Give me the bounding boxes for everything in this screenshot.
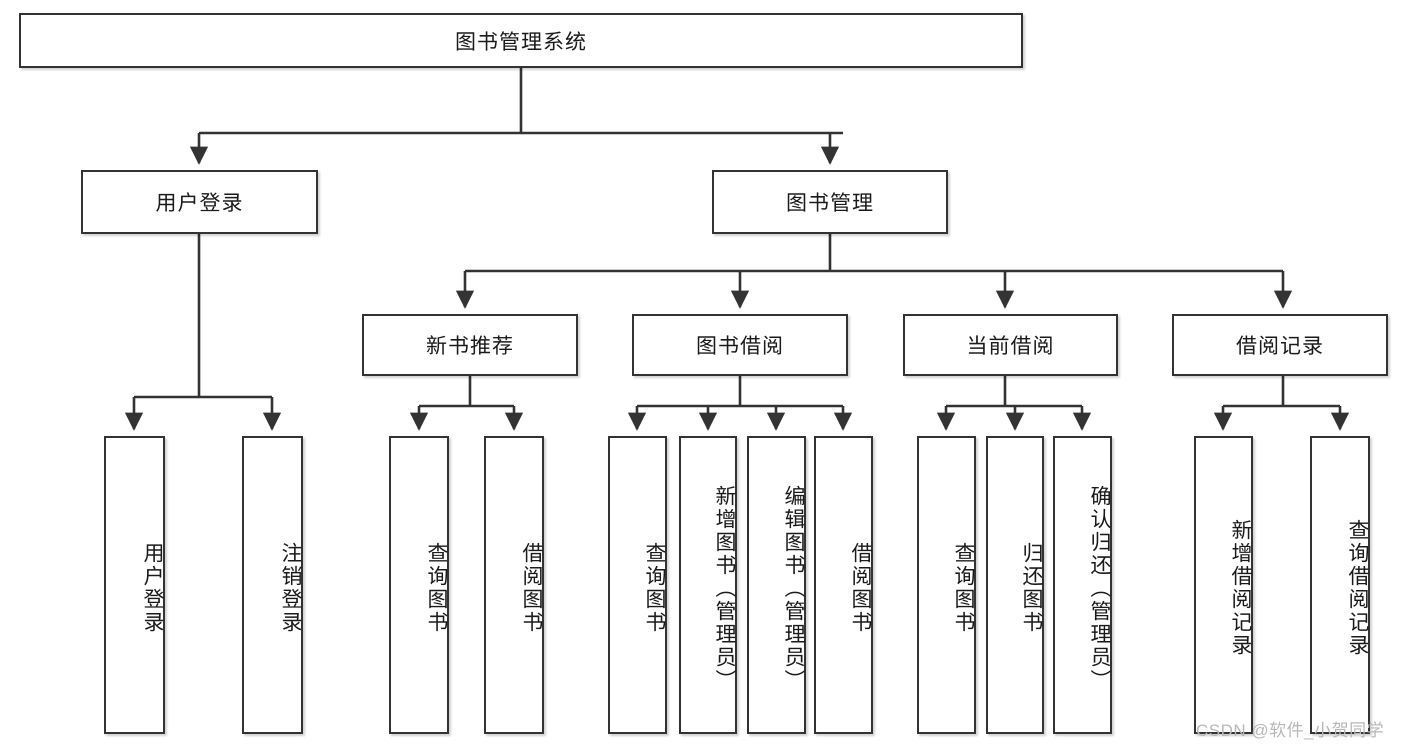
leaf-node-return-book-label: 归还图书	[1020, 542, 1043, 634]
leaf-node-user-login[interactable]: 用户登录	[104, 436, 165, 734]
leaf-node-logout-label: 注销登录	[279, 542, 302, 634]
node-book-manage[interactable]: 图书管理	[712, 170, 948, 234]
leaf-node-add-book[interactable]: 新增图书（管理员）	[679, 436, 737, 734]
leaf-node-borrow-book-1[interactable]: 借阅图书	[484, 436, 544, 734]
leaf-node-query-book-1-label: 查询图书	[425, 542, 448, 634]
leaf-node-borrow-book-2[interactable]: 借阅图书	[814, 436, 873, 734]
leaf-node-query-book-3-label: 查询图书	[952, 542, 975, 634]
node-current-borrow-label: 当前借阅	[966, 335, 1055, 358]
leaf-node-query-record[interactable]: 查询借阅记录	[1310, 436, 1370, 734]
node-borrow-record[interactable]: 借阅记录	[1172, 314, 1388, 376]
csdn-watermark: CSDN @软件_小贺同学	[1196, 721, 1385, 740]
leaf-node-query-book-1[interactable]: 查询图书	[389, 436, 449, 734]
node-user-login-label: 用户登录	[155, 192, 244, 215]
leaf-node-add-record[interactable]: 新增借阅记录	[1194, 436, 1253, 734]
leaf-node-confirm-return-label: 确认归还（管理员）	[1088, 484, 1111, 692]
leaf-node-edit-book-label: 编辑图书（管理员）	[782, 484, 805, 692]
node-root[interactable]: 图书管理系统	[19, 13, 1023, 68]
leaf-node-edit-book[interactable]: 编辑图书（管理员）	[747, 436, 806, 734]
leaf-node-add-record-label: 新增借阅记录	[1229, 519, 1252, 657]
node-borrow-record-label: 借阅记录	[1236, 335, 1324, 358]
leaf-node-logout[interactable]: 注销登录	[242, 436, 303, 734]
node-book-borrow-label: 图书借阅	[696, 335, 784, 358]
node-book-borrow[interactable]: 图书借阅	[632, 314, 848, 376]
leaf-node-add-book-label: 新增图书（管理员）	[713, 484, 736, 692]
leaf-node-query-book-2-label: 查询图书	[643, 542, 666, 634]
leaf-node-return-book[interactable]: 归还图书	[986, 436, 1044, 734]
leaf-node-confirm-return[interactable]: 确认归还（管理员）	[1053, 436, 1112, 734]
leaf-node-borrow-book-2-label: 借阅图书	[849, 542, 872, 634]
node-book-manage-label: 图书管理	[786, 192, 874, 215]
leaf-node-borrow-book-1-label: 借阅图书	[520, 542, 543, 634]
node-new-book-rec-label: 新书推荐	[426, 335, 514, 358]
leaf-node-query-book-3[interactable]: 查询图书	[917, 436, 976, 734]
leaf-node-query-book-2[interactable]: 查询图书	[608, 436, 667, 734]
node-new-book-rec[interactable]: 新书推荐	[362, 314, 578, 376]
leaf-node-query-record-label: 查询借阅记录	[1346, 519, 1369, 657]
node-root-label: 图书管理系统	[455, 30, 587, 54]
leaf-node-user-login-label: 用户登录	[141, 542, 164, 634]
node-user-login[interactable]: 用户登录	[81, 170, 318, 234]
node-current-borrow[interactable]: 当前借阅	[903, 314, 1118, 376]
